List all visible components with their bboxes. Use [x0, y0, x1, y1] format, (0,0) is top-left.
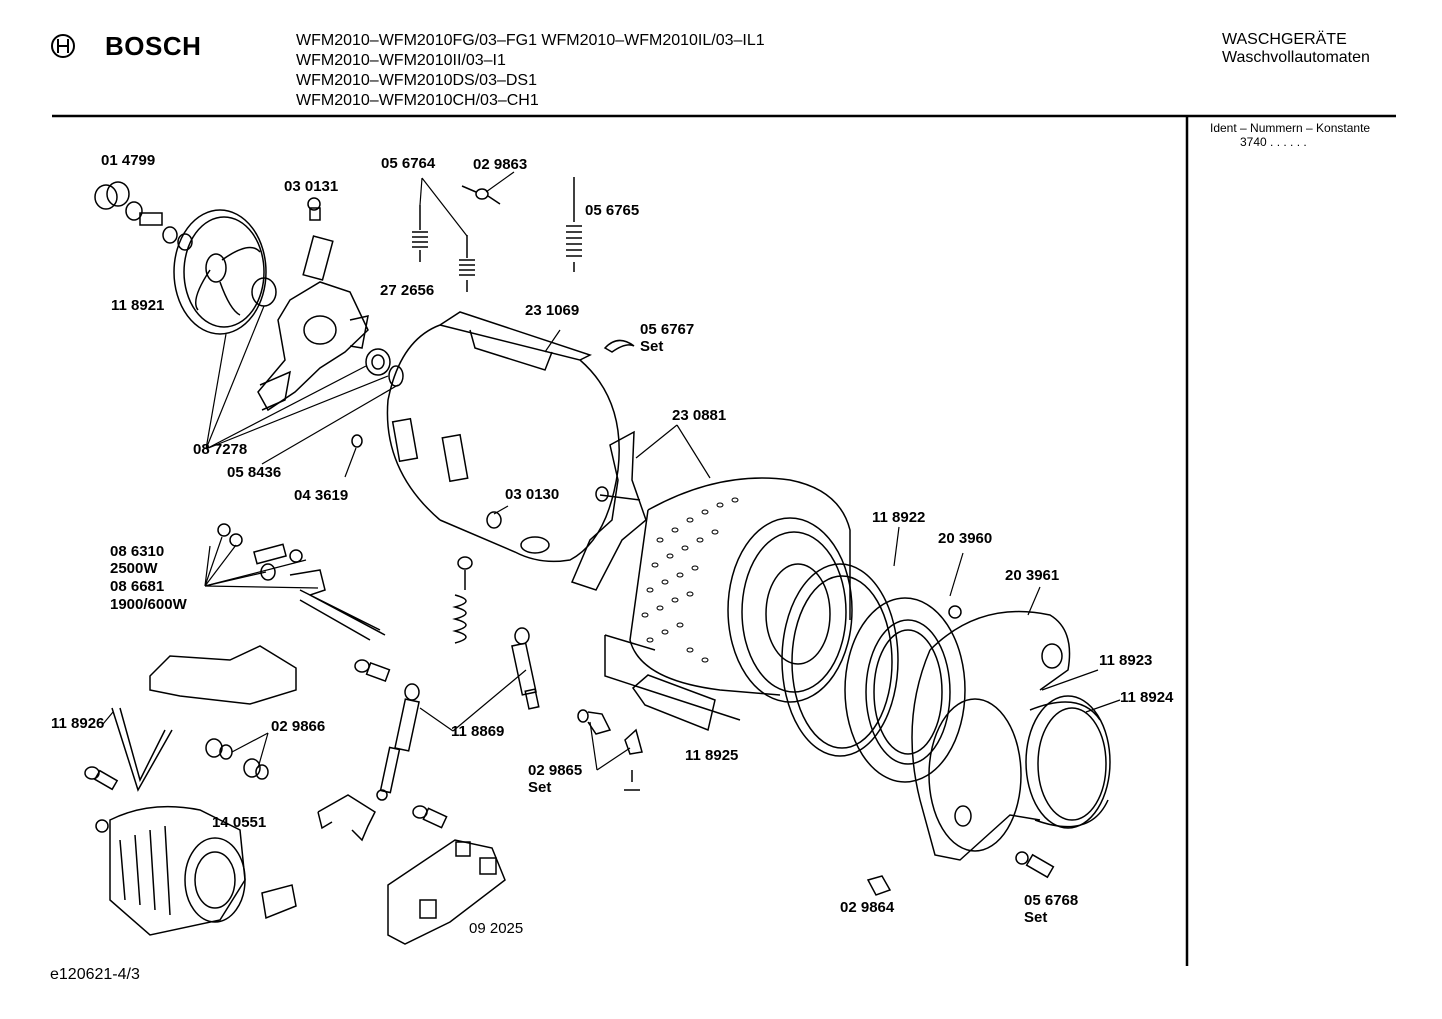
part-number-118921: 11 8921 [111, 297, 165, 314]
part-number-118925: 11 8925 [685, 747, 739, 764]
clip-drawing [461, 185, 501, 205]
part-number-043619: 04 3619 [294, 487, 349, 504]
part-number-029866: 02 9866 [271, 718, 326, 735]
part-number-118869: 11 8869 [451, 723, 505, 740]
category: WASCHGERÄTE Waschvollautomaten [1222, 31, 1370, 67]
part-number-030131: 03 0131 [284, 178, 339, 195]
front-panel-ring-drawing [844, 597, 966, 783]
fitting-drawing [577, 709, 643, 791]
bushing-drawing [94, 181, 193, 251]
part-number-230881: 23 0881 [672, 407, 727, 424]
lock-drawing [866, 875, 892, 896]
part-number-058436: 05 8436 [227, 464, 282, 481]
part-number-030130: 03 0130 [505, 486, 560, 503]
part-number-056768-set: Set [1024, 909, 1048, 926]
model-list: WFM2010–WFM2010FG/03–FG1 WFM2010–WFM2010… [296, 31, 765, 111]
door-seal-drawing [1025, 695, 1111, 829]
belt-drawing [111, 707, 173, 792]
thermostat-drawing [452, 556, 473, 644]
drum-holes [641, 497, 739, 663]
ident-box: Ident – Nummern – Konstante 3740 . . . .… [1210, 121, 1370, 149]
part-number-056764: 05 6764 [381, 155, 436, 172]
brand-name: BOSCH [105, 31, 202, 61]
front-cover-drawing [911, 610, 1071, 861]
part-number-029865-set: Set [528, 779, 552, 796]
screw-drawing [84, 659, 1055, 879]
part-number-272656: 27 2656 [380, 282, 435, 299]
footer-code: e120621-4/3 [50, 966, 140, 983]
bushing-pair-drawing [205, 738, 223, 758]
leader-lines [102, 171, 1121, 771]
part-number-140551: 14 0551 [212, 814, 267, 831]
category-subtitle: Waschvollautomaten [1222, 49, 1370, 66]
bosch-logo-icon [50, 33, 76, 59]
part-number-118922: 11 8922 [872, 509, 926, 526]
motor-drawing [95, 805, 297, 936]
part-number-029864: 02 9864 [840, 899, 895, 916]
part-number-086681: 08 6681 [110, 578, 165, 595]
bearing-drawing [365, 348, 391, 376]
model-line: WFM2010–WFM2010FG/03–FG1 WFM2010–WFM2010… [296, 32, 765, 49]
model-line: WFM2010–WFM2010DS/03–DS1 [296, 72, 537, 89]
part-number-029863: 02 9863 [473, 156, 528, 173]
inner-drum-drawing [629, 477, 853, 703]
model-line: WFM2010–WFM2010CH/03–CH1 [296, 92, 539, 109]
part-number-118923: 11 8923 [1099, 652, 1153, 669]
part-number-087278: 08 7278 [193, 441, 248, 458]
ident-title: Ident – Nummern – Konstante [1210, 121, 1371, 135]
ident-value: 3740 . . . . . . [1240, 135, 1307, 149]
seal-drawing [351, 434, 363, 448]
clamp-drawing [603, 339, 635, 353]
gasket-ring-drawing [781, 563, 899, 757]
drum-spider-drawing [570, 430, 647, 591]
cover-plate-drawing [149, 645, 297, 705]
part-number-029865: 02 9865 [528, 762, 583, 779]
part-number-056768: 05 6768 [1024, 892, 1079, 909]
heater-drawing [217, 523, 386, 641]
part-number-056765: 05 6765 [585, 202, 640, 219]
part-number-203961: 20 3961 [1005, 567, 1060, 584]
part-number-056767-set: Set [640, 338, 664, 355]
tray-drawing [604, 634, 741, 732]
part-number-118926: 11 8926 [51, 715, 105, 732]
part-number-086310: 08 6310 [110, 543, 165, 560]
part-number-056767: 05 6767 [640, 321, 695, 338]
part-number-014799: 01 4799 [101, 152, 156, 169]
part-number-203960: 20 3960 [938, 530, 993, 547]
heater-wattage-1900: 1900/600W [110, 596, 187, 613]
heater-wattage-2500: 2500W [110, 560, 158, 577]
model-line: WFM2010–WFM2010II/03–I1 [296, 52, 506, 69]
control-module-drawing [387, 839, 506, 945]
shock-absorber-drawing [376, 627, 540, 801]
bearing-bracket-drawing [257, 197, 369, 412]
part-number-118924: 11 8924 [1120, 689, 1174, 706]
tub-drawing [386, 311, 620, 563]
part-number-092025: 09 2025 [469, 920, 524, 937]
part-number-231069: 23 1069 [525, 302, 580, 319]
spring-drawing [412, 177, 582, 292]
category-title: WASCHGERÄTE [1222, 31, 1347, 48]
bracket-drawing [317, 794, 376, 842]
